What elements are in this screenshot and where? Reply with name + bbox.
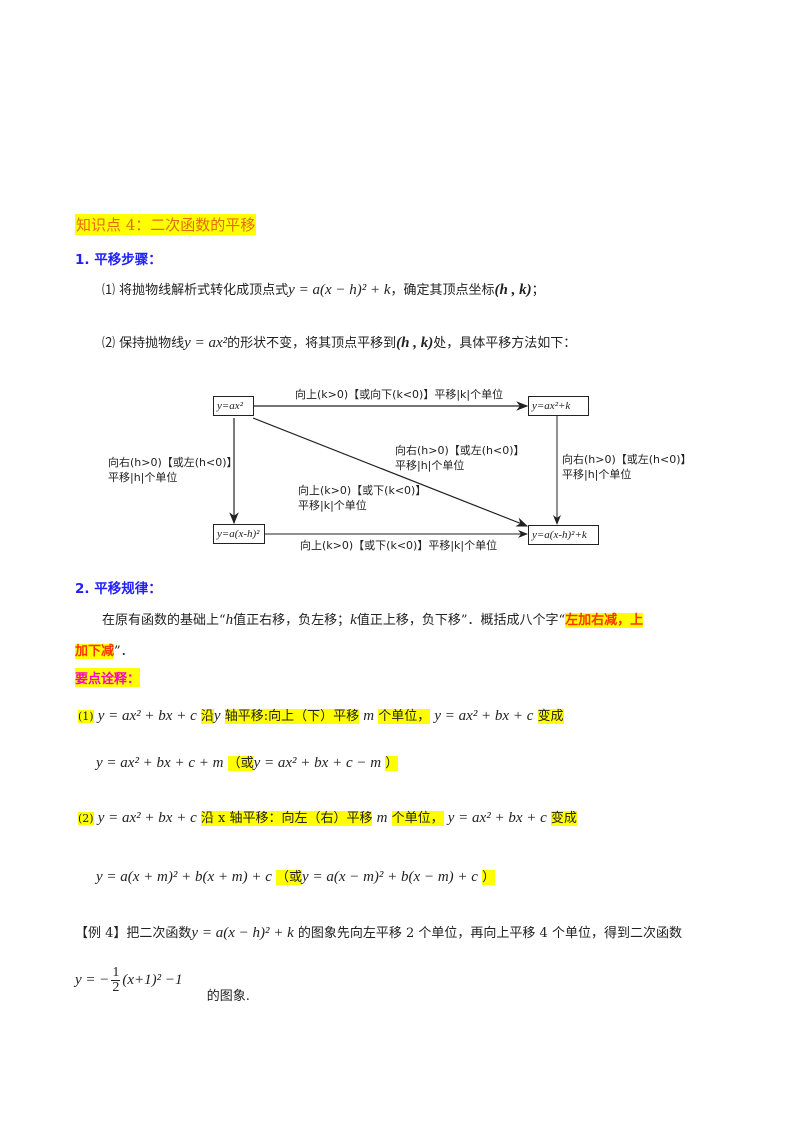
note-1-result-alt: y = ax² + bx + c − m (253, 755, 382, 771)
edge-label-right-1: 向右(h>0)【或左(h<0)】 (562, 453, 692, 466)
example-result-rhs: (x+1)² −1 (122, 972, 183, 988)
note-1-formula: y = ax² + bx + c (97, 708, 197, 724)
edge-label-bottom: 向上(k>0)【或下(k<0)】平移|k|个单位 (300, 539, 498, 552)
edge-label-top: 向上(k>0)【或向下(k<0)】平移|k|个单位 (295, 388, 504, 401)
note-1-becomes: 变成 (537, 709, 564, 724)
vertex-coordinate: (h , k) (494, 282, 532, 298)
note-2-becomes: 变成 (550, 811, 577, 826)
note-2-result: y = a(x + m)² + b(x + m) + c （或y = a(x −… (96, 866, 496, 886)
rule-text-c: 值正上移，负下移”．概括成八个字“ (356, 613, 566, 628)
edge-label-diag-lower-2: 平移|k|个单位 (298, 499, 367, 512)
example-label: 【例 4】 (75, 926, 127, 941)
note-2-or: （或 (276, 870, 303, 885)
note-1-result: y = ax² + bx + c + m （或y = ax² + bx + c … (96, 752, 399, 772)
edge-label-diag-lower-1: 向上(k>0)【或下(k<0)】 (298, 484, 427, 497)
edge-label-diag-upper-1: 向右(h>0)【或左(h<0)】 (395, 444, 525, 457)
note-1-units: 个单位， (378, 709, 431, 724)
step-1: ⑴ 将抛物线解析式转化成顶点式y = a(x − h)² + k，确定其顶点坐标… (102, 279, 545, 299)
note-1-formula-2: y = ax² + bx + c (434, 708, 534, 724)
node-y-ax2: y=ax² (213, 396, 254, 416)
node-y-a-x-minus-h-sq: y=a(x-h)² (213, 524, 265, 544)
note-1-along: 沿 (200, 709, 214, 724)
note-2: (2) y = ax² + bx + c 沿 x 轴平移：向左（右）平移 m 个… (78, 807, 577, 827)
node-y-ax2-plus-k: y=ax²+k (528, 396, 589, 416)
basic-parabola-formula: y = ax² (184, 335, 228, 351)
edge-label-diag-upper-2: 平移|h|个单位 (395, 459, 465, 472)
step-2-number: ⑵ (102, 336, 116, 351)
rule-text-a: 在原有函数的基础上“ (102, 613, 226, 628)
fraction-numerator: 1 (111, 965, 121, 981)
note-2-number: (2) (78, 812, 94, 825)
example-text-a: 把二次函数 (126, 926, 192, 941)
step-1-number: ⑴ (102, 283, 116, 298)
rule-end: ”． (114, 644, 134, 659)
note-2-close: ） (482, 870, 496, 885)
note-2-units: 个单位， (391, 811, 444, 826)
edge-label-right-2: 平移|h|个单位 (562, 468, 632, 481)
edge-label-left-1: 向右(h>0)【或左(h<0)】 (108, 456, 238, 469)
note-1-number: (1) (78, 710, 94, 723)
rule-text: 在原有函数的基础上“h值正右移，负左移；k值正上移，负下移”．概括成八个字“左加… (102, 609, 644, 629)
example-result-lhs: y = − (75, 972, 110, 988)
slogan-part-1: 左加右减，上 (565, 613, 644, 628)
step-1-text-a: 将抛物线解析式转化成顶点式 (119, 283, 289, 298)
step-2: ⑵ 保持抛物线y = ax²的形状不变，将其顶点平移到(h , k)处，具体平移… (102, 332, 576, 352)
step-2-text-a: 保持抛物线 (119, 336, 185, 351)
var-k: k (350, 612, 357, 628)
step-1-text-b: ，确定其顶点坐标 (390, 283, 495, 298)
note-1-axis: y (213, 708, 221, 724)
fraction-denominator: 2 (112, 980, 120, 995)
slogan-part-2: 加下减 (75, 644, 115, 659)
note-2-text: 沿 x 轴平移：向左（右）平移 (200, 811, 373, 826)
note-1: (1) y = ax² + bx + c 沿y 轴平移:向上（下）平移 m 个单… (78, 705, 564, 725)
node-y-vertex-form: y=a(x-h)²+k (528, 525, 599, 545)
step-2-text-b: 的形状不变，将其顶点平移到 (227, 336, 397, 351)
note-2-formula-2: y = ax² + bx + c (447, 810, 547, 826)
example-4: 【例 4】把二次函数y = a(x − h)² + k 的图象先向左平移 2 个… (75, 922, 682, 942)
note-2-result-formula: y = a(x + m)² + b(x + m) + c (96, 869, 272, 885)
arrow-diagonal (252, 417, 529, 527)
note-1-or: （或 (227, 756, 254, 771)
step-1-end: ； (531, 283, 545, 298)
heading-translation-rules: 2. 平移规律： (75, 581, 162, 597)
example-text-c: 的图象. (206, 989, 250, 1004)
section-title: 知识点 4：二次函数的平移 (75, 214, 257, 235)
note-1-text: 轴平移:向上（下）平移 (224, 709, 360, 724)
note-1-close: ） (385, 756, 399, 771)
note-1-result-formula: y = ax² + bx + c + m (96, 755, 224, 771)
key-points-label: 要点诠释： (75, 668, 141, 687)
step-2-text-c: 处，具体平移方法如下： (433, 336, 577, 351)
edge-label-left-2: 平移|h|个单位 (108, 471, 178, 484)
note-2-result-alt: y = a(x − m)² + b(x − m) + c (302, 869, 478, 885)
note-1-m: m (363, 708, 375, 724)
note-2-m: m (376, 810, 388, 826)
note-2-formula: y = ax² + bx + c (97, 810, 197, 826)
rule-text-b: 值正右移，负左移； (233, 613, 351, 628)
example-text-b: 的图象先向左平移 2 个单位，再向上平移 4 个单位，得到二次函数 (297, 926, 682, 941)
example-formula: y = a(x − h)² + k (191, 925, 294, 941)
heading-translation-steps: 1. 平移步骤： (75, 252, 162, 268)
vertex-form-formula: y = a(x − h)² + k (288, 282, 391, 298)
var-h: h (225, 612, 234, 628)
vertex-coordinate: (h , k) (396, 335, 434, 351)
rule-text-line-2: 加下减”． (75, 640, 134, 659)
